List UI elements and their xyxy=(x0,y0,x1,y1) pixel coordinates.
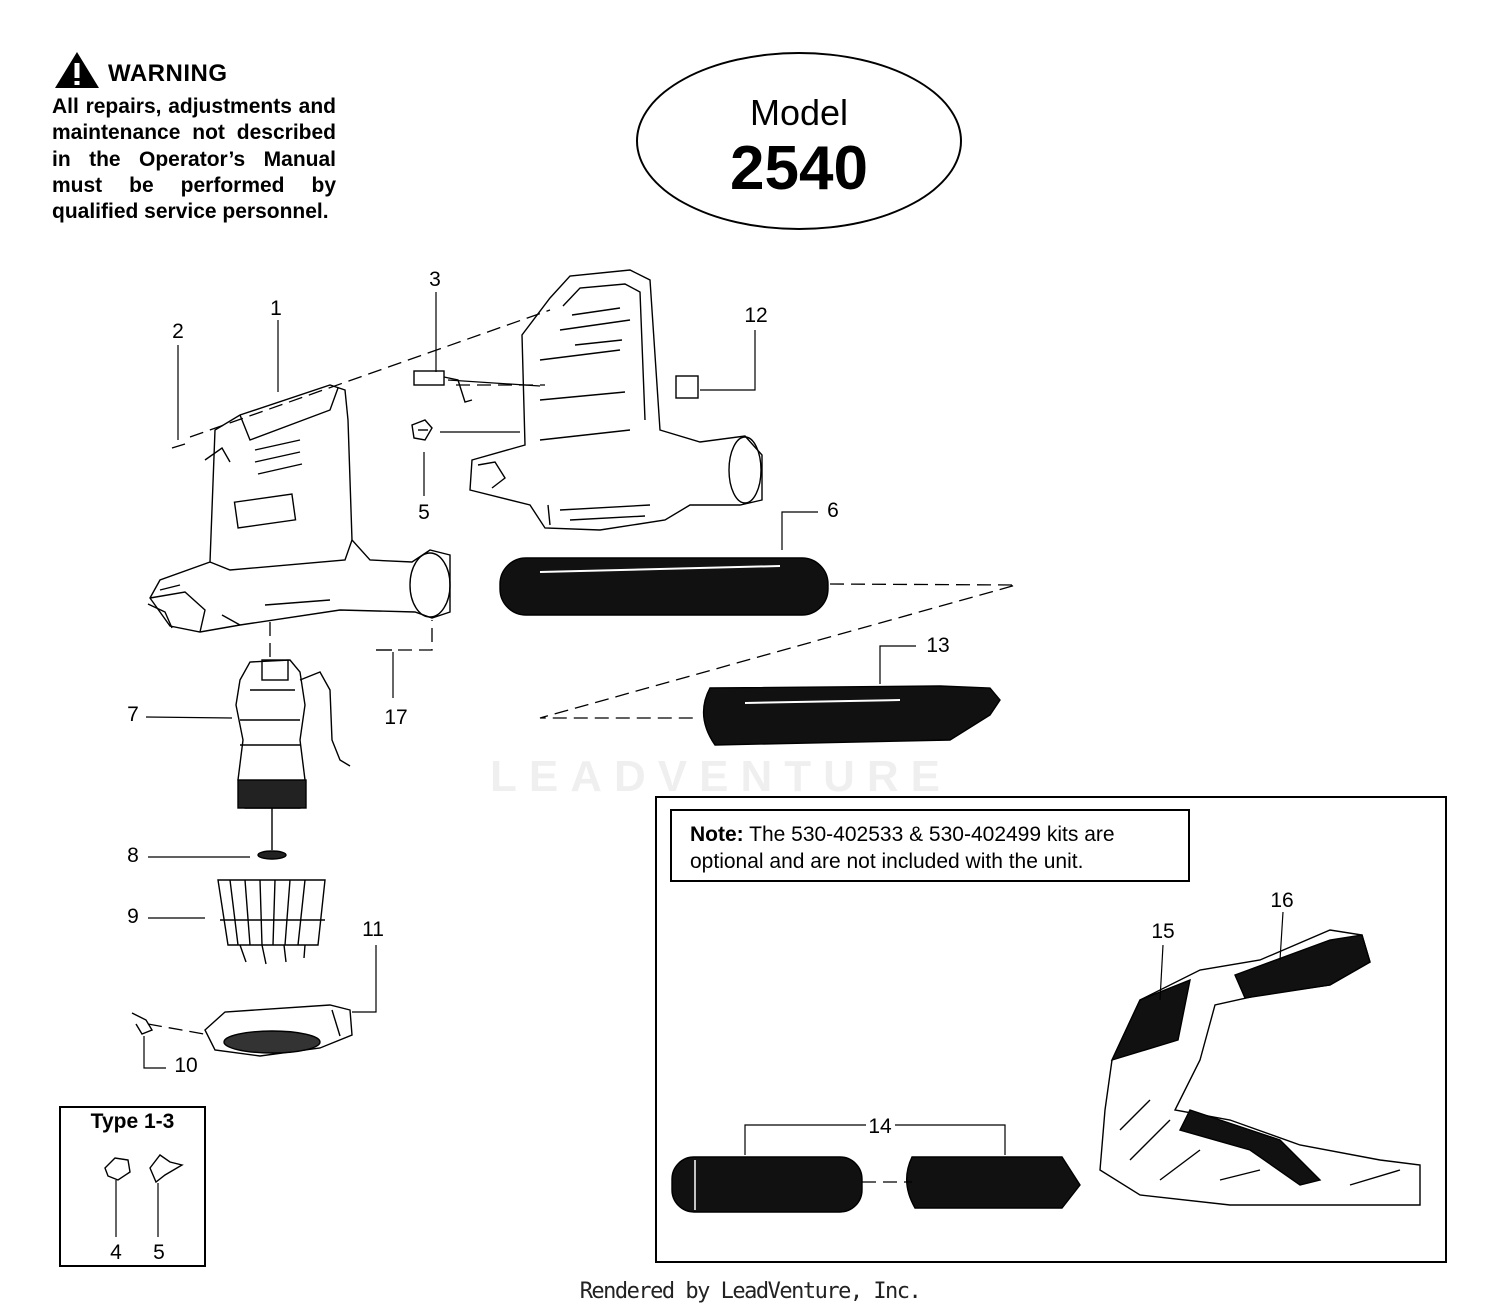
callout-4: 4 xyxy=(110,1241,122,1264)
warning-exclaim-dot xyxy=(74,81,80,85)
motor-part xyxy=(235,659,351,850)
callout-7: 7 xyxy=(127,703,139,726)
latch-part xyxy=(131,1012,154,1035)
decal-part-12 xyxy=(675,375,699,399)
callout-6: 6 xyxy=(827,499,839,522)
blower-tube-upper xyxy=(499,557,829,616)
warning-header: WARNING xyxy=(52,56,336,92)
note-text: The 530-402533 & 530-402499 kits are opt… xyxy=(690,823,1115,873)
model-ellipse: Model 2540 xyxy=(636,52,962,230)
cord-retainer-part xyxy=(411,419,433,441)
warning-text: All repairs, adjustments and maintenance… xyxy=(52,95,336,224)
watermark: LEADVENTURE xyxy=(490,752,953,801)
assembly-dash-lines xyxy=(147,309,1017,1183)
housing-right-half xyxy=(469,269,763,531)
optional-kits-box xyxy=(655,796,1447,1263)
callout-15: 15 xyxy=(1151,920,1174,943)
warning-exclaim-bar xyxy=(74,63,80,78)
vacuum-tube-left xyxy=(671,1156,863,1213)
housing-left-half xyxy=(147,384,451,633)
warning-block: WARNING All repairs, adjustments and mai… xyxy=(52,56,336,225)
callout-10: 10 xyxy=(174,1054,197,1077)
switch-part xyxy=(413,370,473,403)
warning-icon-spacer xyxy=(52,56,102,92)
nozzle-tube-lower xyxy=(702,685,1001,746)
vacuum-tube-right xyxy=(906,1156,1081,1209)
fan-impeller-part xyxy=(217,879,326,965)
washer-part xyxy=(257,850,287,860)
callout-1: 1 xyxy=(270,297,282,320)
type-title: Type 1-3 xyxy=(90,1110,175,1133)
screw-part-2 xyxy=(171,443,186,449)
callout-11: 11 xyxy=(362,918,384,941)
model-number: 2540 xyxy=(730,134,868,203)
note-label: Note: xyxy=(690,823,744,846)
note-box: Note: The 530-402533 & 530-402499 kits a… xyxy=(670,809,1190,882)
callout-9: 9 xyxy=(127,905,139,928)
callout-8: 8 xyxy=(127,844,139,867)
callout-14: 14 xyxy=(868,1115,892,1138)
callout-5-type: 5 xyxy=(153,1241,165,1264)
type-detail-part-5 xyxy=(149,1154,184,1184)
callout-2: 2 xyxy=(172,320,184,343)
callout-5: 5 xyxy=(418,501,430,524)
callout-16: 16 xyxy=(1270,889,1293,912)
callout-12: 12 xyxy=(744,304,767,327)
callout-13: 13 xyxy=(926,634,949,657)
footer-credit: Rendered by LeadVenture, Inc. xyxy=(579,1279,922,1304)
type-detail-box: Type 1-3 xyxy=(59,1106,206,1267)
bottom-cover-part xyxy=(204,1004,353,1057)
type-detail-part-4 xyxy=(104,1157,131,1181)
callout-3: 3 xyxy=(429,268,441,291)
callout-17: 17 xyxy=(384,706,407,729)
model-label: Model xyxy=(749,92,849,133)
leader-lines xyxy=(115,292,1284,1237)
warning-title: WARNING xyxy=(108,60,228,87)
collection-bag-part xyxy=(1099,929,1421,1206)
